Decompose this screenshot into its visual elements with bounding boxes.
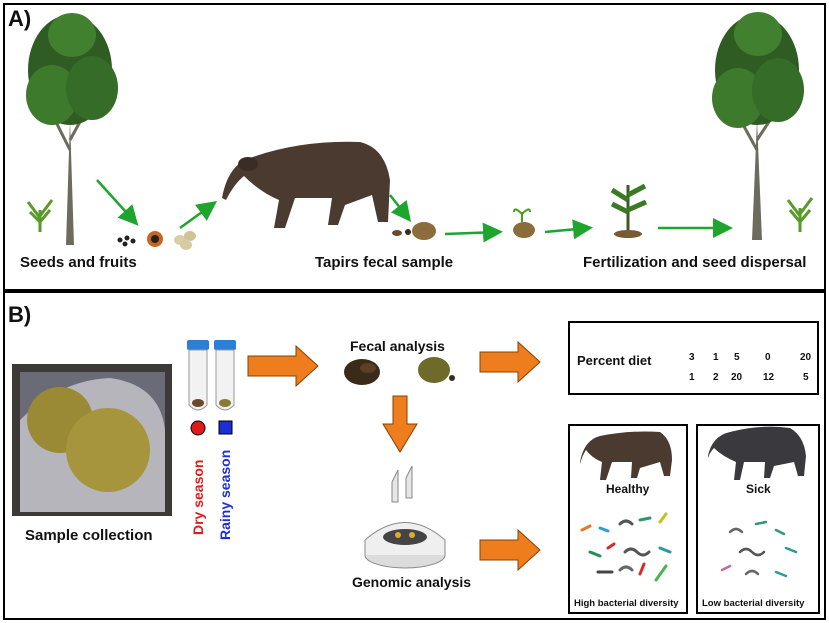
sapling-a [610, 183, 648, 238]
diet-dry-2: 1 [713, 352, 719, 363]
genomic-equipment [364, 465, 446, 569]
bacteria-healthy [580, 512, 672, 582]
healthy-box: Healthy High bacterial diversity [568, 424, 688, 614]
panel-b-frame [3, 291, 826, 620]
diet-rainy-3: 20 [731, 372, 743, 383]
label-rainy-season: Rainy season [217, 449, 233, 540]
diet-dry-1: 3 [689, 352, 695, 363]
diet-title: Percent diet [577, 353, 652, 368]
diet-dry-5: 20 [800, 352, 812, 363]
label-sample-collection: Sample collection [25, 527, 153, 544]
diet-dry-4: 0 [765, 352, 771, 363]
fecal-analysis-samples [344, 357, 455, 385]
tapir-a [222, 141, 390, 228]
fecal-samples-a [392, 222, 436, 240]
label-fertilization: Fertilization and seed dispersal [583, 254, 807, 271]
panel-a-frame [3, 3, 826, 291]
label-fecal-sample: Tapirs fecal sample [315, 254, 454, 271]
sick-box: Sick Low bacterial diversity [696, 424, 820, 614]
sick-label: Sick [746, 482, 771, 496]
tree-right [712, 12, 804, 240]
healthy-diversity: High bacterial diversity [574, 598, 679, 609]
label-fecal-analysis: Fecal analysis [350, 338, 445, 354]
fern-right [786, 197, 814, 232]
label-dry-season: Dry season [190, 459, 206, 535]
sample-photo [12, 364, 172, 516]
healthy-label: Healthy [606, 482, 650, 496]
panel-a-letter: A) [8, 6, 32, 31]
diet-rainy-1: 1 [689, 372, 695, 383]
panel-b-letter: B) [8, 302, 32, 327]
diet-rainy-2: 2 [713, 372, 719, 383]
green-arrows [96, 179, 733, 243]
label-seeds-fruits: Seeds and fruits [20, 254, 137, 271]
tapir-sick [708, 426, 806, 480]
orange-arrows [247, 340, 541, 572]
seedling-a [513, 208, 535, 238]
diet-rainy-5: 5 [803, 372, 809, 383]
diet-dry-3: 5 [734, 352, 740, 363]
sample-tubes [187, 340, 236, 436]
seeds-fruits [117, 231, 196, 250]
diet-rainy-4: 12 [763, 372, 775, 383]
bacteria-sick [720, 520, 798, 578]
fern-left [26, 199, 54, 232]
tapir-healthy [580, 431, 672, 480]
diet-box: Percent diet [568, 321, 819, 395]
label-genomic-analysis: Genomic analysis [352, 574, 472, 590]
tree-left [26, 13, 118, 245]
sick-diversity: Low bacterial diversity [702, 598, 805, 609]
